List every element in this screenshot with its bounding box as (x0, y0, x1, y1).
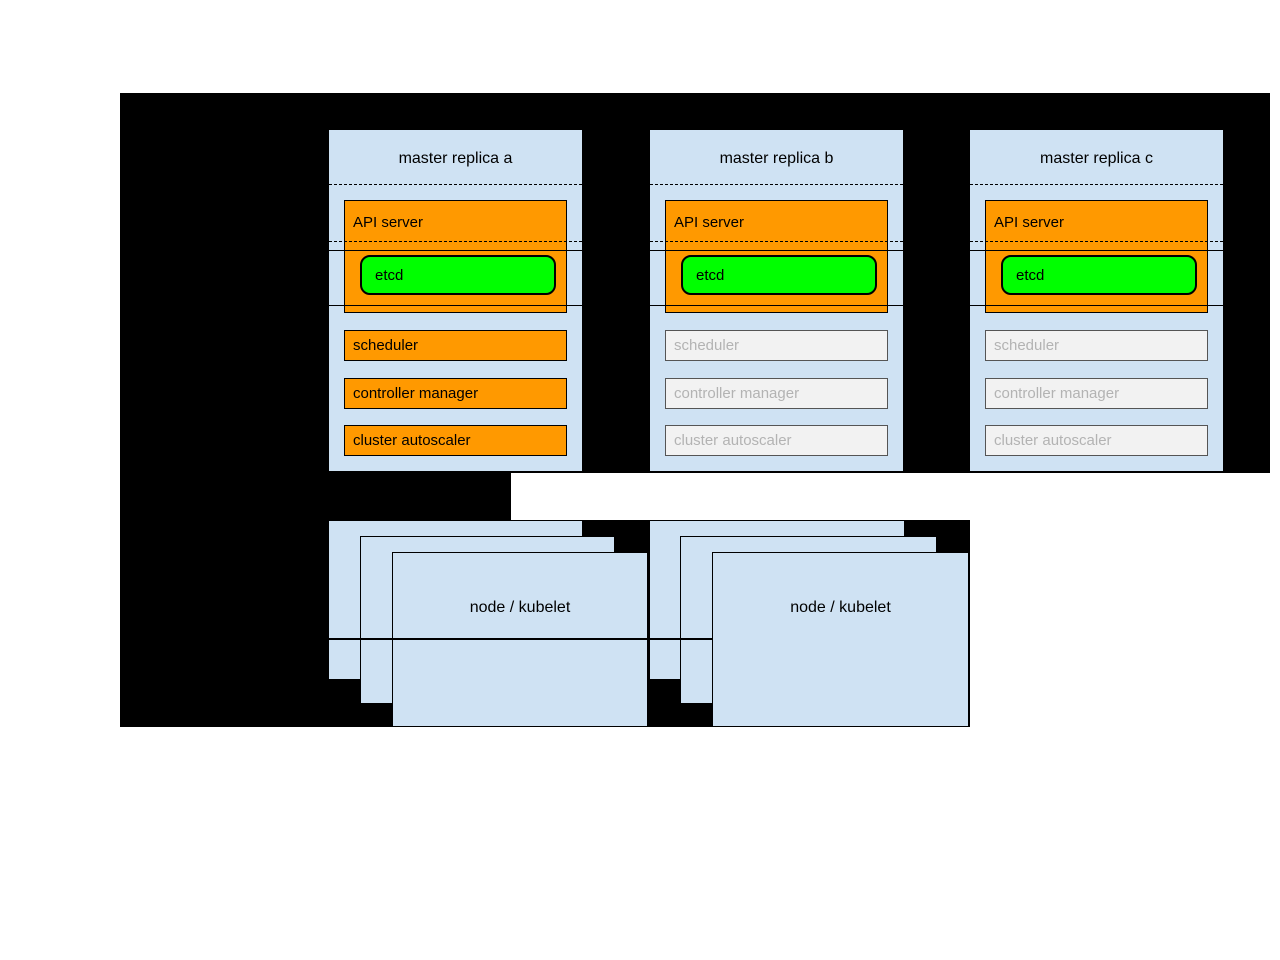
etcd-box: etcd (360, 255, 556, 295)
etcd-label: etcd (1016, 266, 1045, 284)
divider-dashed-mid (970, 241, 1223, 242)
etcd-box: etcd (1001, 255, 1197, 295)
divider-dashed-upper (650, 184, 903, 185)
master-replica-b-box: master replica b API server etcd schedul… (649, 129, 904, 472)
scheduler-label: scheduler (353, 337, 419, 354)
divider-solid-lower (970, 305, 1223, 306)
master-replica-a-title: master replica a (398, 150, 513, 167)
scheduler-label: scheduler (674, 337, 740, 354)
controller-manager-box: controller manager (985, 378, 1208, 409)
api-server-label: API server (994, 214, 1065, 231)
etcd-label: etcd (696, 266, 725, 284)
node-kubelet-label: node / kubelet (790, 599, 891, 616)
api-server-label: API server (353, 214, 424, 231)
divider-solid-lower (329, 305, 582, 306)
api-server-label: API server (674, 214, 745, 231)
controller-manager-label: controller manager (674, 385, 800, 402)
divider-solid-mid (970, 250, 1223, 251)
scheduler-box: scheduler (665, 330, 888, 361)
divider-dashed-upper (329, 184, 582, 185)
controller-manager-box: controller manager (665, 378, 888, 409)
scheduler-box: scheduler (344, 330, 567, 361)
master-replica-c-title: master replica c (1040, 150, 1153, 167)
divider-solid-mid (650, 250, 903, 251)
node-stack2-card-front: node / kubelet (712, 552, 969, 727)
cluster-autoscaler-box: cluster autoscaler (665, 425, 888, 456)
master-replica-b-title: master replica b (719, 150, 834, 167)
etcd-box: etcd (681, 255, 877, 295)
master-replica-a-box: master replica a API server etcd schedul… (328, 129, 583, 472)
cluster-autoscaler-label: cluster autoscaler (674, 432, 792, 449)
divider-solid-mid (329, 250, 582, 251)
divider-solid-lower (650, 305, 903, 306)
etcd-label: etcd (375, 266, 404, 284)
cluster-autoscaler-label: cluster autoscaler (994, 432, 1112, 449)
scheduler-label: scheduler (994, 337, 1060, 354)
controller-manager-label: controller manager (994, 385, 1120, 402)
controller-manager-label: controller manager (353, 385, 479, 402)
cluster-autoscaler-box: cluster autoscaler (985, 425, 1208, 456)
master-replica-c-box: master replica c API server etcd schedul… (969, 129, 1224, 472)
divider-dashed-mid (329, 241, 582, 242)
scheduler-box: scheduler (985, 330, 1208, 361)
divider-dashed-upper (970, 184, 1223, 185)
divider-dashed-mid (650, 241, 903, 242)
cluster-autoscaler-box: cluster autoscaler (344, 425, 567, 456)
cluster-autoscaler-label: cluster autoscaler (353, 432, 471, 449)
node-section-separator-line (328, 638, 712, 640)
controller-manager-box: controller manager (344, 378, 567, 409)
node-kubelet-label: node / kubelet (469, 599, 571, 616)
